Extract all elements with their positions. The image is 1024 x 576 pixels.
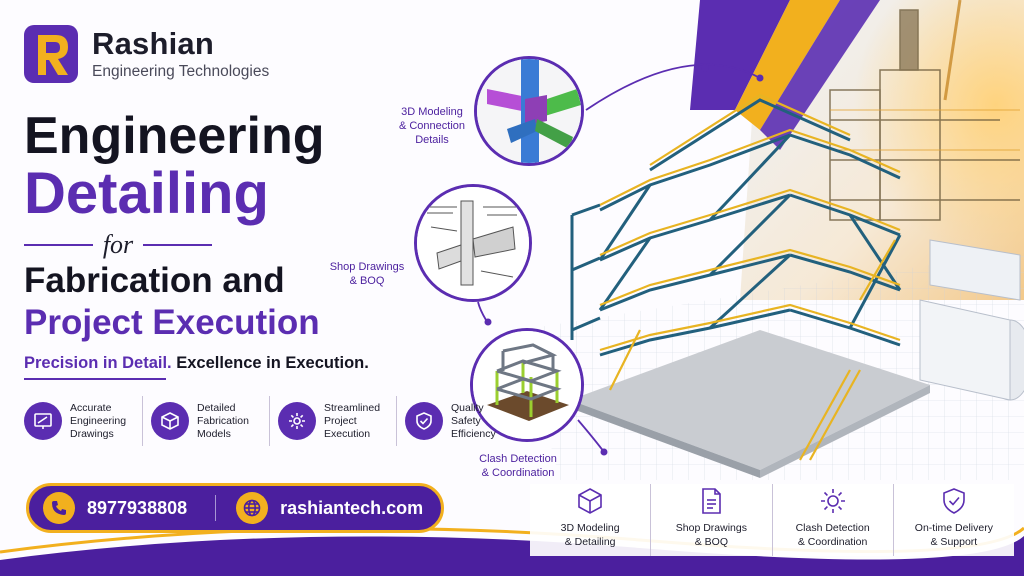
connection-detail-thumbnail <box>474 56 584 166</box>
headline-fabrication: Fabrication and <box>24 261 285 300</box>
brand-name: Rashian <box>92 25 214 61</box>
clash-gear-icon <box>820 489 845 513</box>
services-row: 3D Modeling & Detailing Shop Drawings & … <box>530 484 1014 556</box>
service-label: On-time Delivery & Support <box>914 522 993 548</box>
headline-project-execution: Project Execution <box>24 303 320 342</box>
tagline-underline <box>24 378 166 380</box>
3d-model-icon <box>578 488 602 514</box>
feature-list: Accurate Engineering Drawings Detailed F… <box>24 396 531 446</box>
feature-accurate-drawings: Accurate Engineering Drawings <box>24 396 143 446</box>
tagline: Precision in Detail. Excellence in Execu… <box>24 354 369 373</box>
feature-label: Accurate Engineering Drawings <box>70 401 127 440</box>
service-clash-detection: Clash Detection & Coordination <box>773 484 894 556</box>
headline-for: for <box>102 230 134 259</box>
headline-engineering: Engineering <box>24 107 325 165</box>
document-icon <box>702 488 722 514</box>
feature-label: Detailed Fabrication Models <box>197 401 249 440</box>
rashian-logo-icon <box>24 25 78 83</box>
service-label: Shop Drawings & BOQ <box>675 522 747 548</box>
contact-separator <box>215 495 217 521</box>
cube-icon <box>151 402 189 440</box>
clash-detection-thumbnail <box>470 328 584 442</box>
website-link[interactable]: rashiantech.com <box>280 497 424 518</box>
shield-check-icon <box>405 402 443 440</box>
feature-fabrication-models: Detailed Fabrication Models <box>151 396 270 446</box>
feature-project-execution: Streamlined Project Execution <box>278 396 397 446</box>
gear-icon <box>278 402 316 440</box>
divider-line <box>143 244 212 246</box>
tagline-excellence: Excellence in Execution. <box>176 354 369 372</box>
feature-quality: Quality Safety Efficiency <box>405 396 523 446</box>
service-label: 3D Modeling & Detailing <box>560 522 620 548</box>
feature-label: Quality Safety Efficiency <box>451 401 496 440</box>
service-on-time-delivery: On-time Delivery & Support <box>894 484 1014 556</box>
callout-shop-drawings: Shop Drawings & BOQ <box>329 261 405 287</box>
drawing-board-icon <box>24 402 62 440</box>
headline-detailing: Detailing <box>24 161 269 226</box>
callout-clash-detection: Clash Detection & Coordination <box>479 453 557 479</box>
service-3d-modeling: 3D Modeling & Detailing <box>530 484 652 556</box>
shop-drawing-thumbnail <box>414 184 532 302</box>
feature-label: Streamlined Project Execution <box>324 401 381 440</box>
callout-3d-modeling: 3D Modeling & Connection Details <box>398 106 466 146</box>
brand-subtitle: Engineering Technologies <box>92 62 270 80</box>
service-shop-drawings: Shop Drawings & BOQ <box>651 484 773 556</box>
phone-icon <box>43 492 75 524</box>
divider-line <box>24 244 93 246</box>
shield-icon <box>943 488 965 514</box>
brand-header: Rashian Engineering Technologies <box>24 25 269 83</box>
tagline-precision: Precision in Detail. <box>24 354 172 372</box>
headline-for-divider: for <box>24 230 212 260</box>
service-label: Clash Detection & Coordination <box>795 522 870 548</box>
globe-icon <box>236 492 269 524</box>
contact-bar: 8977938808 rashiantech.com <box>26 483 444 533</box>
phone-number[interactable]: 8977938808 <box>87 497 188 518</box>
